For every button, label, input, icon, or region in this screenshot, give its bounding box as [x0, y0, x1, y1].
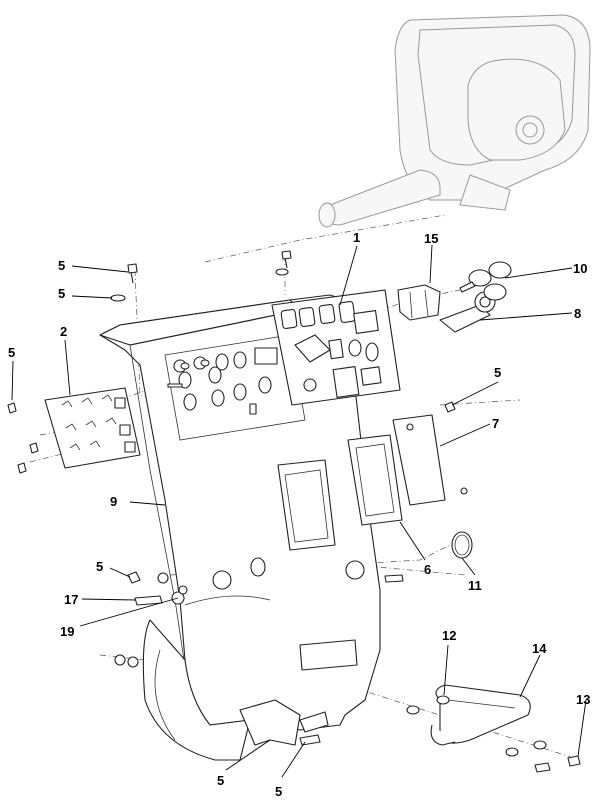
callout-5: 5: [494, 365, 501, 380]
callout-5: 5: [96, 559, 103, 574]
callout-10: 10: [573, 261, 587, 276]
leader-lines: [11, 244, 587, 778]
callout-13: 13: [576, 692, 590, 707]
callout-5: 5: [58, 286, 65, 301]
callout-5: 5: [58, 258, 65, 273]
callout-5: 5: [8, 345, 15, 360]
callout-8: 8: [574, 306, 581, 321]
callout-labels: 1 2 5 5 5 5 5 5 5 6 7 8 9 10 11 12 13 14…: [8, 230, 590, 799]
callout-12: 12: [442, 628, 456, 643]
callout-1: 1: [353, 230, 360, 245]
hardware-fasteners: [7, 250, 581, 773]
rectangular-gasket: [347, 434, 403, 526]
callout-2: 2: [60, 324, 67, 339]
callout-5: 5: [275, 784, 282, 799]
callout-19: 19: [60, 624, 74, 639]
fuse-relay-board: [44, 387, 141, 469]
cover-plate: [392, 414, 468, 506]
callout-5: 5: [217, 773, 224, 788]
ignition-keys: [459, 261, 512, 301]
callout-15: 15: [424, 231, 438, 246]
o-ring: [451, 531, 473, 559]
callout-6: 6: [424, 562, 431, 577]
callout-9: 9: [110, 494, 117, 509]
callout-17: 17: [64, 592, 78, 607]
control-decal: [271, 289, 401, 406]
pipe-bracket: [430, 684, 531, 746]
key-switch: [439, 291, 496, 333]
callout-7: 7: [492, 416, 499, 431]
callout-11: 11: [468, 578, 482, 593]
steering-head-assembly: [318, 14, 591, 228]
callout-14: 14: [532, 641, 547, 656]
relay-block: [397, 284, 441, 321]
